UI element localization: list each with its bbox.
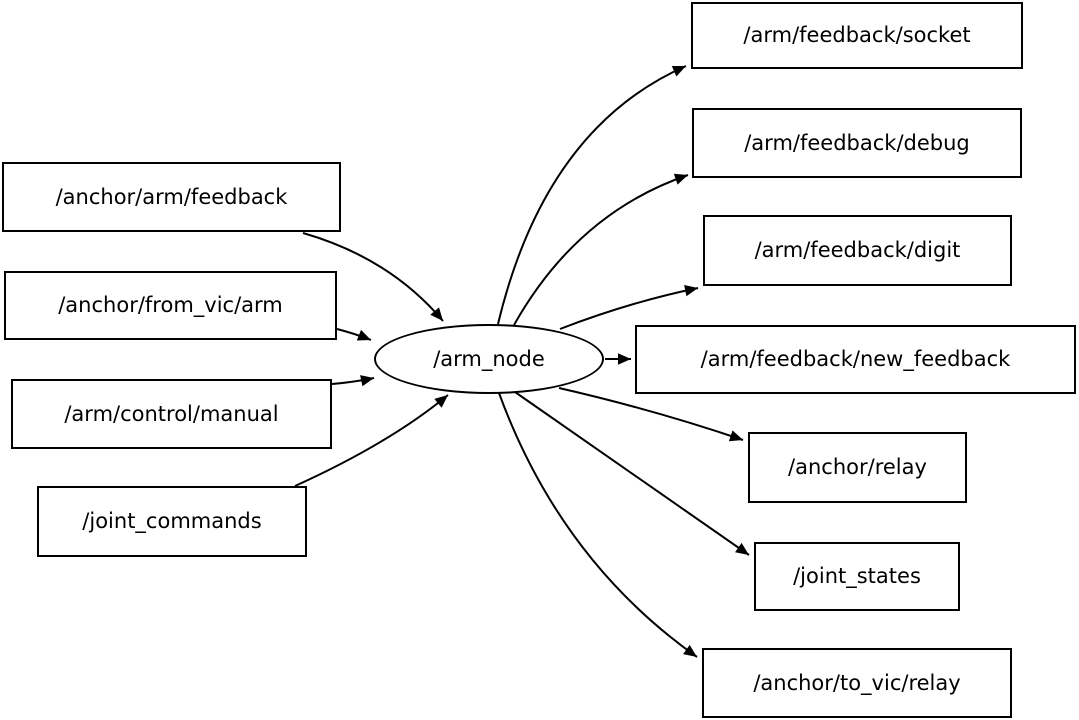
topic-node-arm-control-manual: /arm/control/manual	[11, 379, 332, 449]
ros-node-arm-node: /arm_node	[374, 324, 604, 394]
edge-anchor_from_vic_arm-to-arm_node	[336, 328, 372, 341]
topic-node-joint-states: /joint_states	[754, 542, 960, 611]
topic-node-arm-feedback-socket: /arm/feedback/socket	[691, 2, 1023, 69]
topic-node-anchor-arm-feedback: /anchor/arm/feedback	[2, 162, 341, 232]
topic-node-joint-commands: /joint_commands	[37, 486, 307, 557]
topic-node-arm-feedback-new-feedback: /arm/feedback/new_feedback	[635, 325, 1076, 394]
edge-arm_node-to-anchor_to_vic_relay	[498, 392, 698, 658]
topic-node-anchor-relay: /anchor/relay	[748, 432, 967, 503]
edge-arm_node-to-arm_feedback_debug	[513, 173, 689, 326]
topic-node-arm-feedback-digit: /arm/feedback/digit	[703, 215, 1012, 286]
topic-node-anchor-from-vic-arm: /anchor/from_vic/arm	[4, 271, 337, 340]
topic-node-anchor-to-vic-relay: /anchor/to_vic/relay	[702, 648, 1012, 718]
edge-arm_node-to-joint_states	[514, 391, 750, 556]
topic-node-arm-feedback-debug: /arm/feedback/debug	[692, 108, 1022, 178]
edge-arm_node-to-arm_feedback_socket	[497, 65, 687, 325]
edge-arm_control_manual-to-arm_node	[331, 375, 375, 387]
edge-arm_node-to-arm_feedback_digit	[559, 285, 699, 330]
edge-arm_node-to-anchor_relay	[558, 387, 744, 442]
